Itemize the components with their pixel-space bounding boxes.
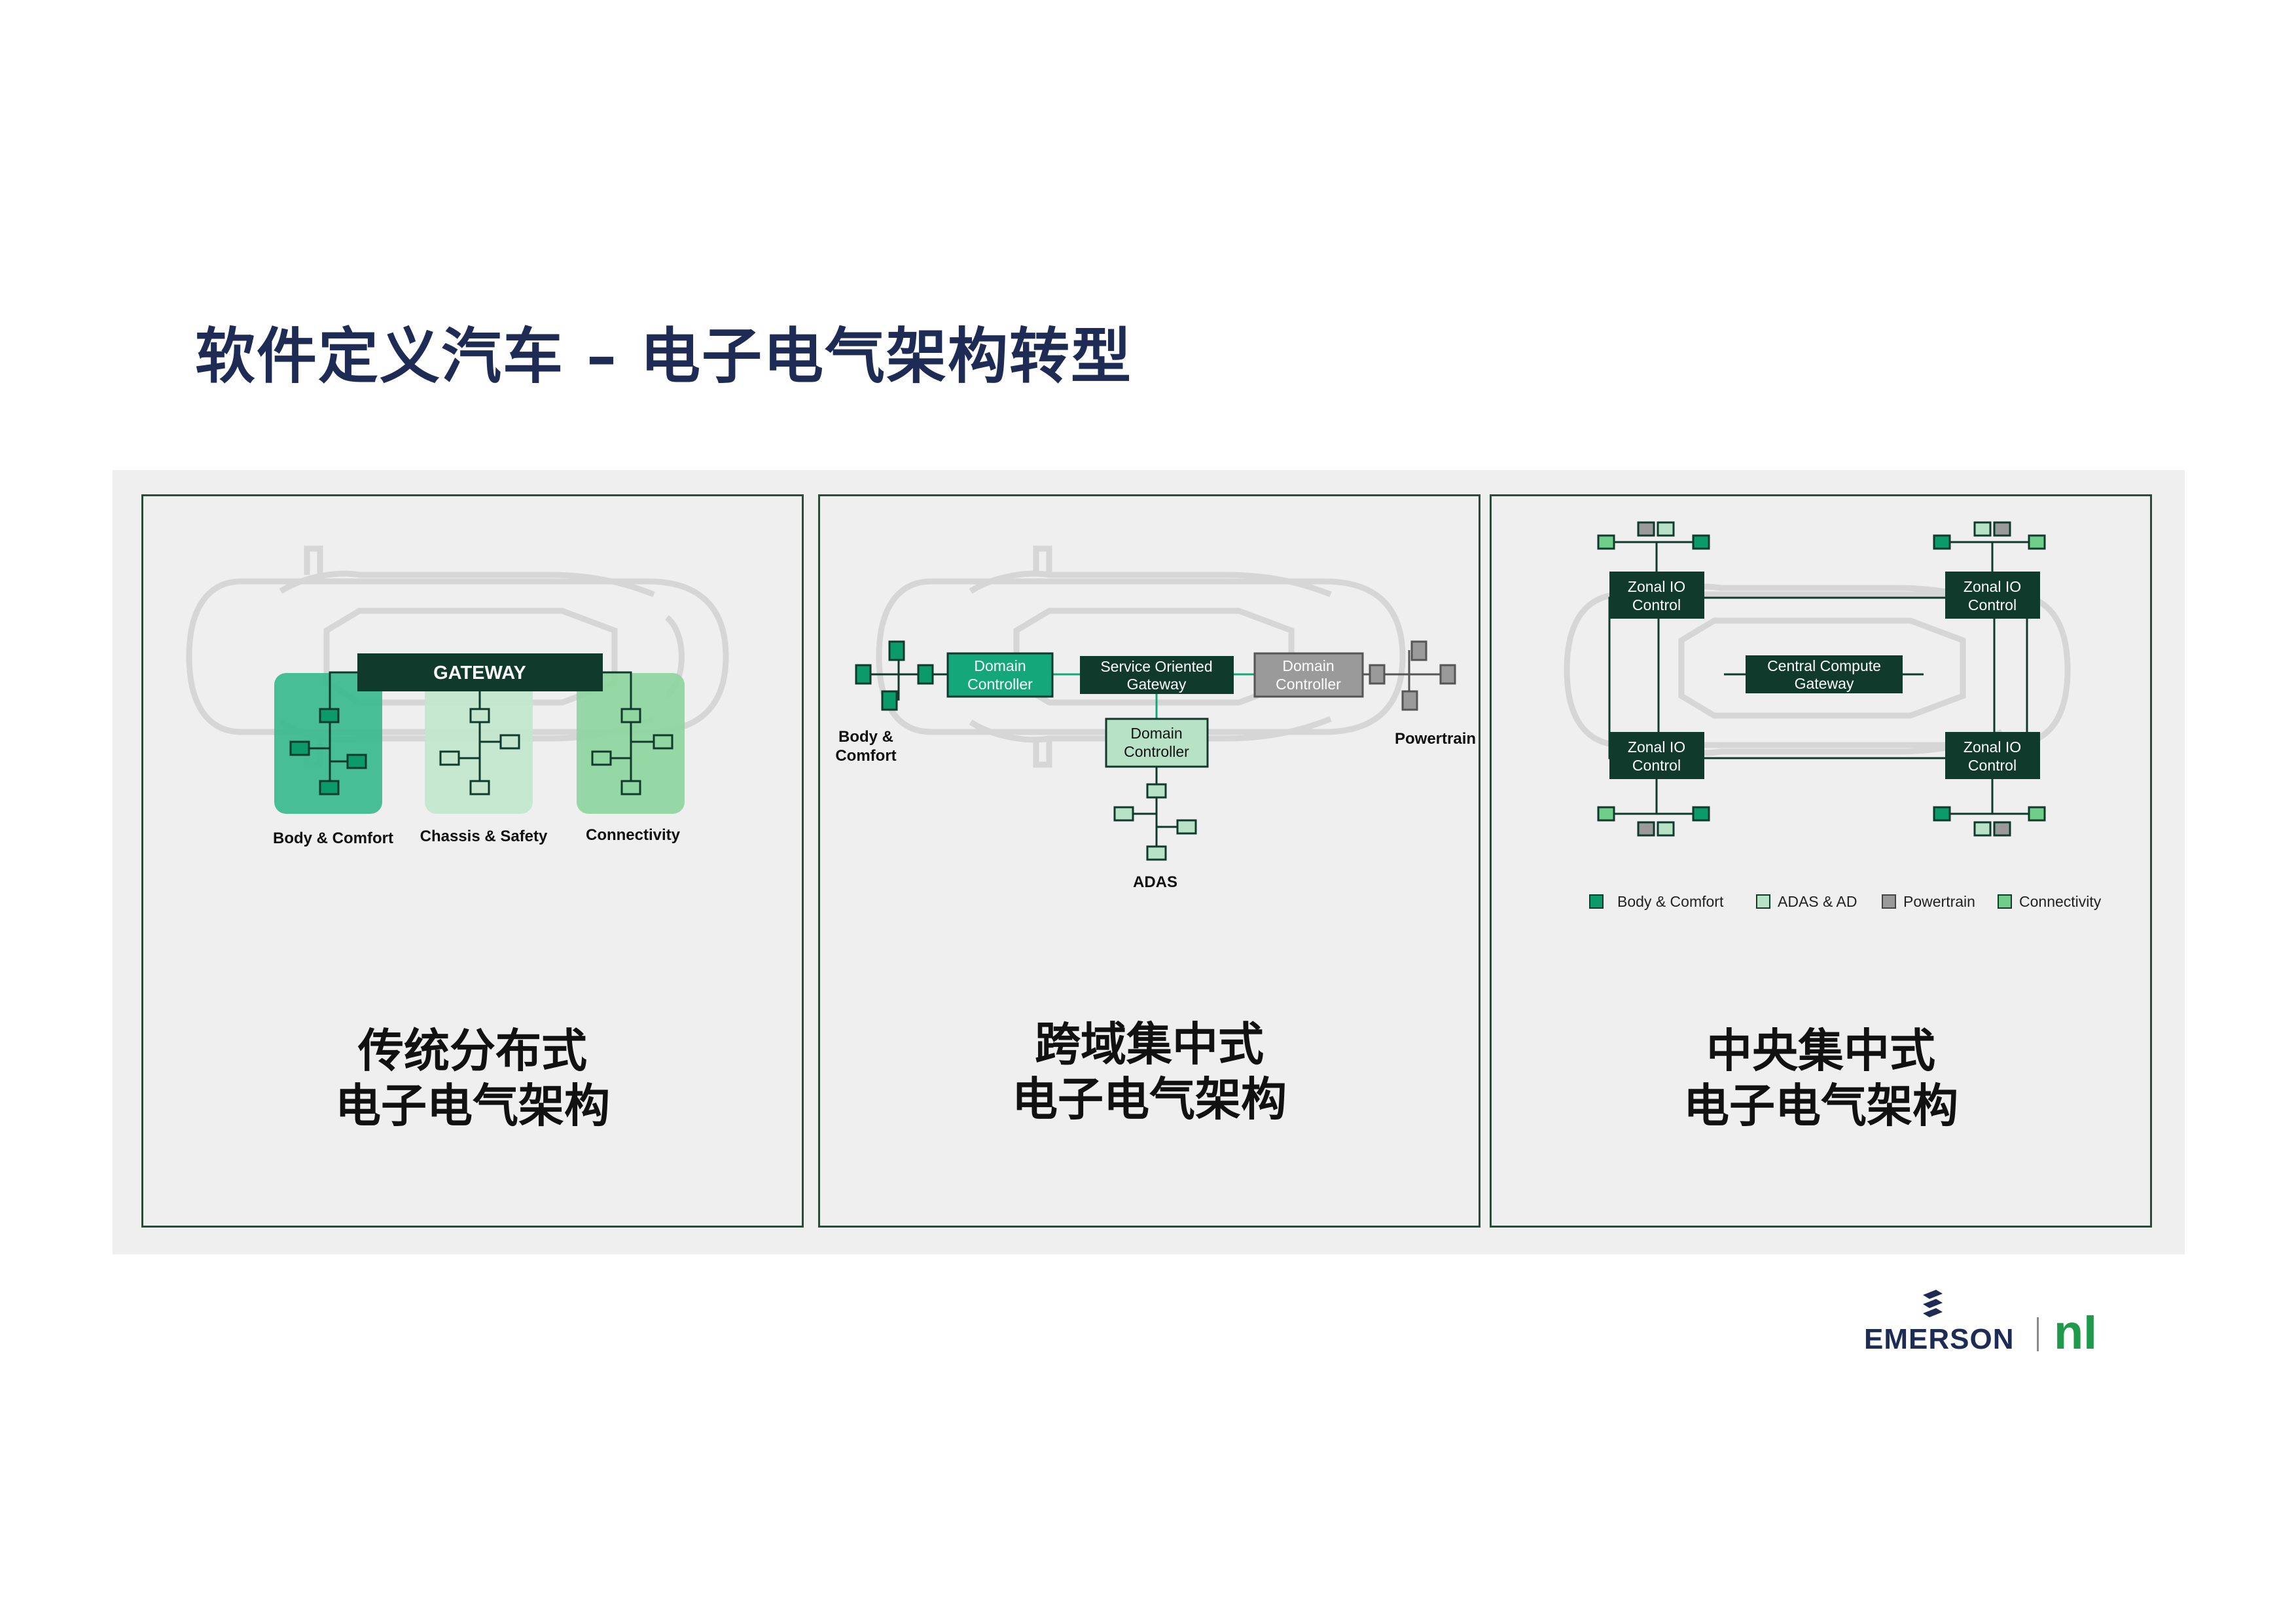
zonal-bl-line-1: Zonal IO xyxy=(1628,739,1685,756)
caption-line-1: 传统分布式 xyxy=(358,1024,587,1078)
legend-swatch-powertrain xyxy=(1882,894,1896,909)
domain-bottom-line-2: Controller xyxy=(1124,743,1189,760)
zonal-tr-line-1: Zonal IO xyxy=(1964,578,2021,595)
label-adas: ADAS xyxy=(1133,873,1177,891)
zonal-tl-line-1: Zonal IO xyxy=(1628,578,1685,595)
zonal-br-line-2: Control xyxy=(1968,757,2017,774)
domain-controller-bottom xyxy=(1105,718,1209,768)
caption-distributed: 传统分布式 电子电气架构 xyxy=(143,1023,802,1133)
cross-domain-architecture-diagram: Domain Controller Service Oriented Gatew… xyxy=(835,545,1476,891)
ecu-tree-chassis xyxy=(439,708,520,795)
caption-line-2: 电子电气架构 xyxy=(1012,1072,1287,1126)
page-title: 软件定义汽车 – 电子电气架构转型 xyxy=(195,321,1133,392)
body-comfort-zone xyxy=(274,673,382,814)
gateway-line-2: Gateway xyxy=(1127,676,1187,693)
label-powertrain: Powertrain xyxy=(1395,730,1476,748)
logo-divider xyxy=(2037,1317,2039,1351)
gateway-label: GATEWAY xyxy=(433,663,526,684)
legend-swatch-body xyxy=(1589,894,1604,909)
label-body-line-2: Comfort xyxy=(835,747,896,765)
legend-powertrain: Powertrain xyxy=(1903,893,1975,910)
emerson-ni-logo: EMERSON nI xyxy=(1864,1290,2097,1359)
central-compute-gateway xyxy=(1746,655,1903,693)
zonal-tr-line-2: Control xyxy=(1968,596,2017,613)
zonal-io-control-bottom-left: Zonal IO Control xyxy=(1609,732,1704,779)
zonal-tl-line-2: Control xyxy=(1632,596,1681,613)
ecu-tree-powertrain xyxy=(1363,640,1456,711)
zonal-io-control-top-right: Zonal IO Control xyxy=(1945,572,2040,619)
caption-line-2: 电子电气架构 xyxy=(335,1079,610,1133)
caption-line-1: 中央集中式 xyxy=(1706,1024,1935,1078)
gateway-line-1: Service Oriented xyxy=(1100,658,1212,675)
caption-central: 中央集中式 电子电气架构 xyxy=(1492,1023,2150,1133)
zonal-io-control-bottom-right: Zonal IO Control xyxy=(1945,732,2040,779)
ecu-cluster-bottom-right xyxy=(1933,779,2046,837)
legend: Body & Comfort ADAS & AD Powertrain Conn… xyxy=(1589,893,2102,910)
central-architecture-diagram: Central Compute Gateway Zonal IO Control… xyxy=(1564,521,2102,910)
ecu-tree-connectivity xyxy=(591,708,673,795)
domain-bottom-line-1: Domain xyxy=(1130,725,1182,742)
gateway-box xyxy=(357,653,603,691)
caption-cross-domain: 跨域集中式 电子电气架构 xyxy=(820,1017,1479,1127)
legend-swatch-connectivity xyxy=(1998,894,2012,909)
legend-adas: ADAS & AD xyxy=(1778,893,1857,910)
domain-left-line-2: Controller xyxy=(967,676,1033,693)
central-line-2: Gateway xyxy=(1795,675,1854,692)
emerson-emblem-icon xyxy=(1923,1290,1943,1317)
ecu-tree-adas xyxy=(1113,767,1197,861)
label-body-line-1: Body & xyxy=(838,728,893,746)
car-outline-icon xyxy=(876,545,1406,768)
caption-line-2: 电子电气架构 xyxy=(1683,1079,1958,1133)
ni-wordmark: nI xyxy=(2054,1305,2097,1359)
legend-body: Body & Comfort xyxy=(1617,893,1724,910)
label-connectivity: Connectivity xyxy=(586,826,681,844)
central-line-1: Central Compute xyxy=(1767,657,1881,674)
distributed-architecture-diagram: GATEWAY Body & xyxy=(186,545,729,847)
service-oriented-gateway xyxy=(1080,656,1234,694)
domain-right-line-1: Domain xyxy=(1282,657,1334,674)
panel-cross-domain: Domain Controller Service Oriented Gatew… xyxy=(818,494,1480,1228)
ecu-cluster-top-right xyxy=(1933,521,2046,572)
domain-controller-right xyxy=(1253,652,1364,698)
domain-left-line-1: Domain xyxy=(974,657,1026,674)
legend-connectivity: Connectivity xyxy=(2019,893,2102,910)
legend-swatch-adas xyxy=(1756,894,1770,909)
ecu-tree-body xyxy=(855,640,948,711)
domain-right-line-2: Controller xyxy=(1276,676,1341,693)
label-body-comfort: Body & Comfort xyxy=(273,830,393,847)
ecu-cluster-bottom-left xyxy=(1597,779,1710,837)
caption-line-1: 跨域集中式 xyxy=(1035,1017,1264,1071)
zonal-io-control-top-left: Zonal IO Control xyxy=(1609,572,1704,619)
zonal-bl-line-2: Control xyxy=(1632,757,1681,774)
domain-controller-left xyxy=(946,652,1054,698)
panel-central: Central Compute Gateway Zonal IO Control… xyxy=(1490,494,2152,1228)
emerson-wordmark: EMERSON xyxy=(1864,1323,2014,1355)
ecu-tree-body xyxy=(289,708,367,795)
panel-distributed: GATEWAY Body & xyxy=(141,494,804,1228)
zonal-br-line-1: Zonal IO xyxy=(1964,739,2021,756)
ecu-cluster-top-left xyxy=(1597,521,1710,572)
label-chassis-safety: Chassis & Safety xyxy=(420,828,548,845)
